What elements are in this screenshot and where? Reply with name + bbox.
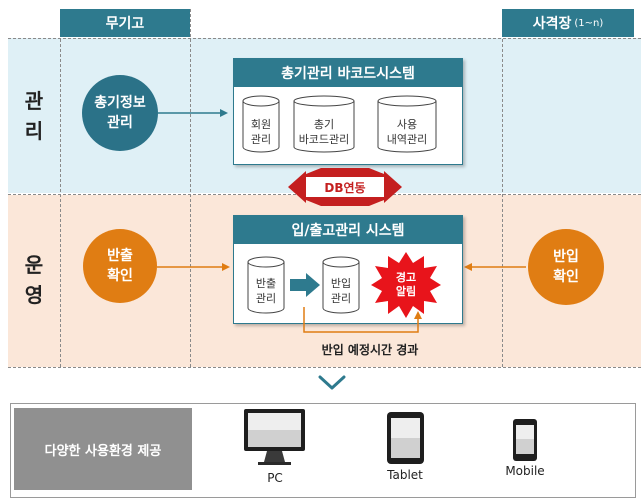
barcode-system-title: 총기관리 바코드시스템 [234, 59, 462, 87]
db-link-left-head [288, 171, 306, 203]
carry-out-check-node: 반출 확인 [83, 229, 157, 303]
divider-center-left [190, 9, 191, 367]
alert-burst-icon [371, 252, 441, 318]
db-usage-cylinder [377, 95, 437, 153]
db-gun-barcode-cylinder [293, 95, 355, 153]
carry-out-to-in-arrow [290, 273, 320, 297]
db-link-label: DB연동 [306, 177, 384, 197]
column-header-warehouse-text: 무기고 [105, 16, 145, 32]
arrow-gun-info-head [220, 109, 228, 117]
column-header-range: 사격장(1~n) [502, 9, 634, 37]
row-label-operation: 운 영 [24, 253, 44, 307]
db-member-label: 회원 관리 [250, 118, 272, 146]
divider-bottom [8, 367, 641, 368]
carry-in-check-node: 반입 확인 [528, 229, 604, 305]
column-header-warehouse: 무기고 [60, 9, 190, 37]
overdue-path-head [414, 311, 422, 319]
tablet-label: Tablet [387, 468, 423, 482]
environments-label: 다양한 사용환경 제공 [14, 408, 192, 490]
row-label-management: 관 리 [24, 89, 44, 143]
arrow-carry-in-head [464, 263, 472, 271]
db-carry-out-cylinder [247, 256, 285, 314]
mobile-phone-icon [513, 419, 537, 461]
inout-system-title: 입/출고관리 시스템 [234, 216, 462, 244]
column-header-range-suffix: (1~n) [574, 17, 604, 29]
alert-label: 경고 알림 [395, 271, 417, 298]
overdue-label: 반입 예정시간 경과 [321, 343, 419, 357]
overdue-path [303, 307, 419, 333]
divider-center-right [502, 9, 503, 367]
db-carry-in-cylinder [322, 256, 360, 314]
pc-label: PC [267, 471, 283, 485]
arrow-carry-out-head [222, 263, 230, 271]
tablet-icon [387, 412, 424, 464]
db-usage-label: 사용 내역관리 [386, 118, 428, 146]
gun-info-node: 총기정보 관리 [82, 75, 158, 151]
divider-left [60, 9, 61, 367]
db-carry-out-label: 반출 관리 [255, 277, 277, 305]
column-header-range-text: 사격장 [532, 16, 572, 32]
db-carry-in-label: 반입 관리 [330, 277, 352, 305]
mobile-label: Mobile [505, 464, 545, 478]
db-link-right-head [384, 171, 402, 203]
db-member-cylinder [242, 95, 280, 153]
db-gun-barcode-label: 총기 바코드관리 [298, 118, 350, 146]
divider-top [8, 38, 641, 39]
pc-monitor-icon [244, 409, 305, 465]
